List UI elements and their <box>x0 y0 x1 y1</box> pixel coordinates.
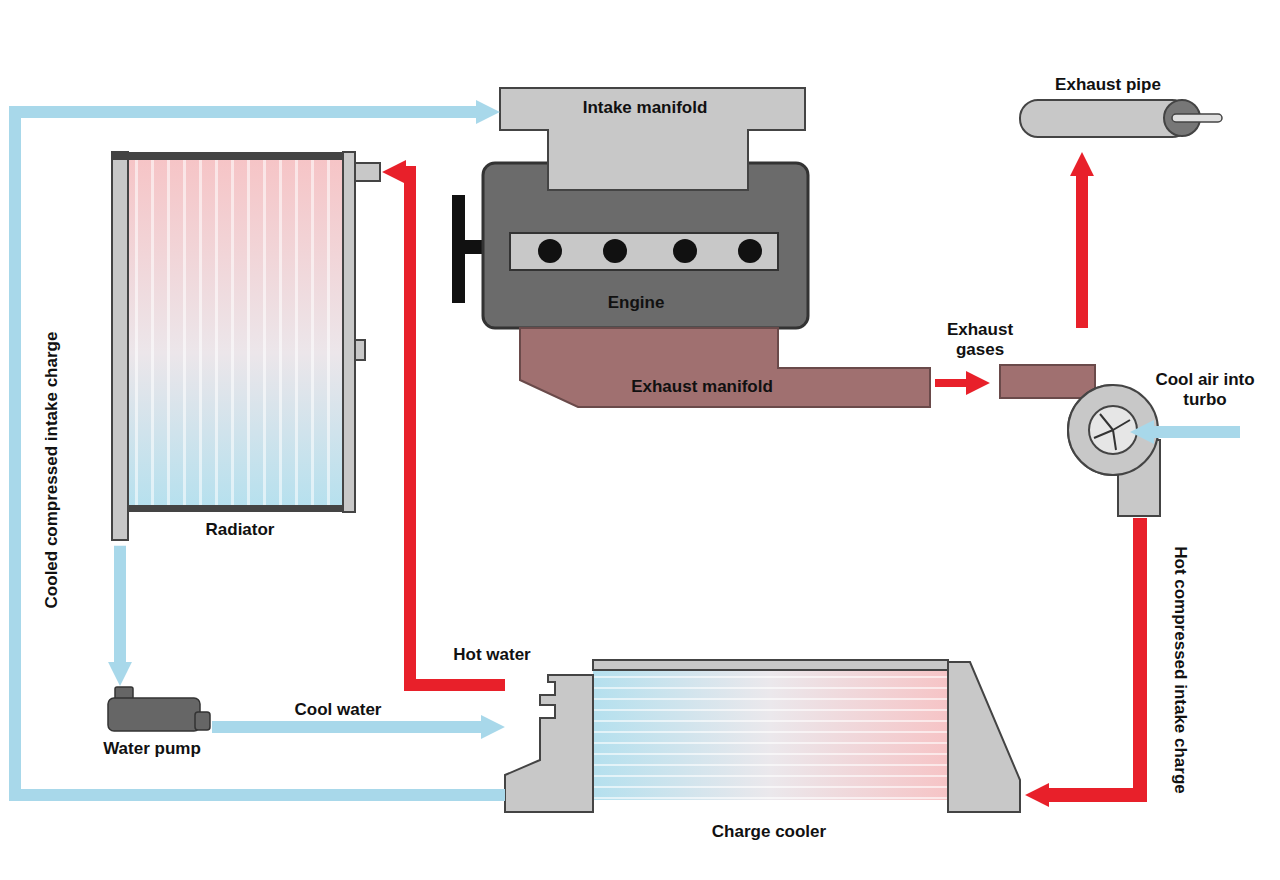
node-label: Intake manifold <box>583 98 708 118</box>
radiator-drawing <box>112 152 380 540</box>
turbo-drawing <box>1068 385 1158 475</box>
flow-arrow <box>114 546 126 666</box>
intake-manifold-drawing <box>500 88 805 190</box>
charge-cooler: Charge cooler <box>505 660 1022 846</box>
engine-drawing <box>603 239 627 263</box>
intake-manifold: Intake manifold <box>500 88 806 190</box>
engine-block: Engine <box>483 192 808 328</box>
intake-manifold-drawing <box>500 88 805 190</box>
exhaust-pipe-drawing <box>1172 114 1222 122</box>
flow-label: Hot water <box>451 645 532 665</box>
engine-drawing <box>738 239 762 263</box>
flow-arrows <box>935 172 1240 795</box>
charge-cooler-drawing <box>505 660 1020 812</box>
radiator-drawing <box>128 158 343 512</box>
engine-drawing <box>538 239 562 263</box>
flow-arrows <box>1150 426 1240 438</box>
node-label: Exhaust manifold <box>631 377 773 397</box>
flow-label: Cool air into turbo <box>1148 370 1262 409</box>
node-label: Exhaust pipe <box>1055 75 1161 95</box>
radiator-drawing <box>128 158 343 512</box>
radiator: Radiator <box>108 150 382 543</box>
radiator-drawing <box>355 340 365 360</box>
water-pump-drawing <box>195 712 210 730</box>
flow-arrow <box>212 721 485 733</box>
flow-arrows <box>935 379 970 387</box>
charge-cooler-drawing <box>948 662 1020 812</box>
radiator-drawing <box>128 505 343 512</box>
radiator-drawing <box>112 152 355 160</box>
flow-arrows <box>1076 172 1088 328</box>
flow-arrow <box>15 112 505 795</box>
water-pump: Water pump <box>99 686 212 762</box>
charge-cooler-drawing <box>505 675 593 812</box>
engine-drawing <box>510 233 778 270</box>
water-pump-drawing <box>108 698 200 731</box>
turbo-drawing <box>1000 365 1095 398</box>
turbo-drawing <box>1068 385 1158 475</box>
exhaust-pipe: Exhaust pipe <box>1015 70 1225 140</box>
exhaust-manifold: Exhaust manifold <box>520 330 932 408</box>
exhaust-manifold-drawing <box>520 328 930 407</box>
node-label: Water pump <box>103 739 201 759</box>
flow-label: Cooled compressed intake charge <box>42 330 62 611</box>
node-label: Charge cooler <box>712 822 826 842</box>
radiator-drawing <box>355 163 380 181</box>
charge-cooler-drawing <box>593 670 948 800</box>
radiator-drawing <box>112 152 128 540</box>
flow-label: Hot compressed intake charge <box>1170 544 1190 796</box>
engine-drawing <box>452 195 465 303</box>
turbo-drawing <box>1000 365 1160 516</box>
charge-cooler-drawing <box>593 670 948 800</box>
charge-cooler-drawing <box>593 660 948 670</box>
engine-drawing <box>673 239 697 263</box>
exhaust-pipe-drawing <box>1020 100 1222 137</box>
turbo-drawing <box>1089 406 1137 454</box>
node-label: Radiator <box>206 520 275 540</box>
flow-arrow <box>402 172 505 685</box>
node-label: Engine <box>608 293 665 313</box>
flow-arrows <box>1045 518 1140 795</box>
radiator-drawing <box>343 152 355 512</box>
turbo-drawing <box>1094 414 1130 450</box>
flow-label: Cool water <box>293 700 384 720</box>
exhaust-manifold-drawing <box>520 328 930 407</box>
flow-label: Exhaust gases <box>933 320 1027 359</box>
water-pump-drawing <box>108 687 210 731</box>
